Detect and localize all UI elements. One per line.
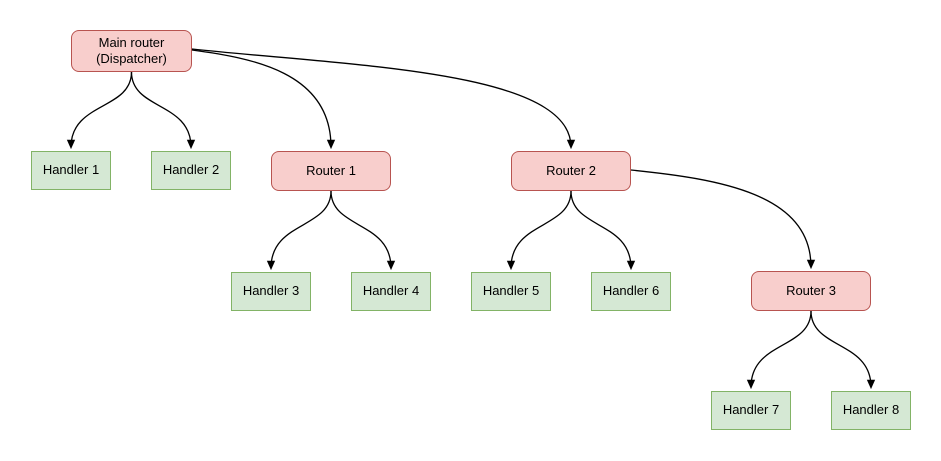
edge-main-router-to-handler-1 xyxy=(66,71,133,150)
node-handler-7: Handler 7 xyxy=(711,391,791,430)
node-router-1: Router 1 xyxy=(271,151,391,191)
node-router-2: Router 2 xyxy=(511,151,631,191)
node-handler-3: Handler 3 xyxy=(231,272,311,311)
node-handler-6: Handler 6 xyxy=(591,272,671,311)
edge-router-1-to-handler-4 xyxy=(330,190,396,271)
node-router-3: Router 3 xyxy=(751,271,871,311)
edge-router-1-to-handler-3 xyxy=(266,190,332,271)
edge-main-router-to-router-2 xyxy=(191,48,576,150)
node-handler-4: Handler 4 xyxy=(351,272,431,311)
edge-router-2-to-router-3 xyxy=(630,169,816,270)
edge-router-3-to-handler-8 xyxy=(810,310,876,390)
node-handler-1: Handler 1 xyxy=(31,151,111,190)
edge-router-2-to-handler-6 xyxy=(570,190,636,271)
node-main-router: Main router (Dispatcher) xyxy=(71,30,192,72)
edge-main-router-to-router-1 xyxy=(191,49,336,150)
node-handler-2: Handler 2 xyxy=(151,151,231,190)
node-handler-5: Handler 5 xyxy=(471,272,551,311)
node-handler-8: Handler 8 xyxy=(831,391,911,430)
edge-main-router-to-handler-2 xyxy=(130,71,196,150)
edge-router-2-to-handler-5 xyxy=(506,190,572,271)
edge-router-3-to-handler-7 xyxy=(746,310,812,390)
